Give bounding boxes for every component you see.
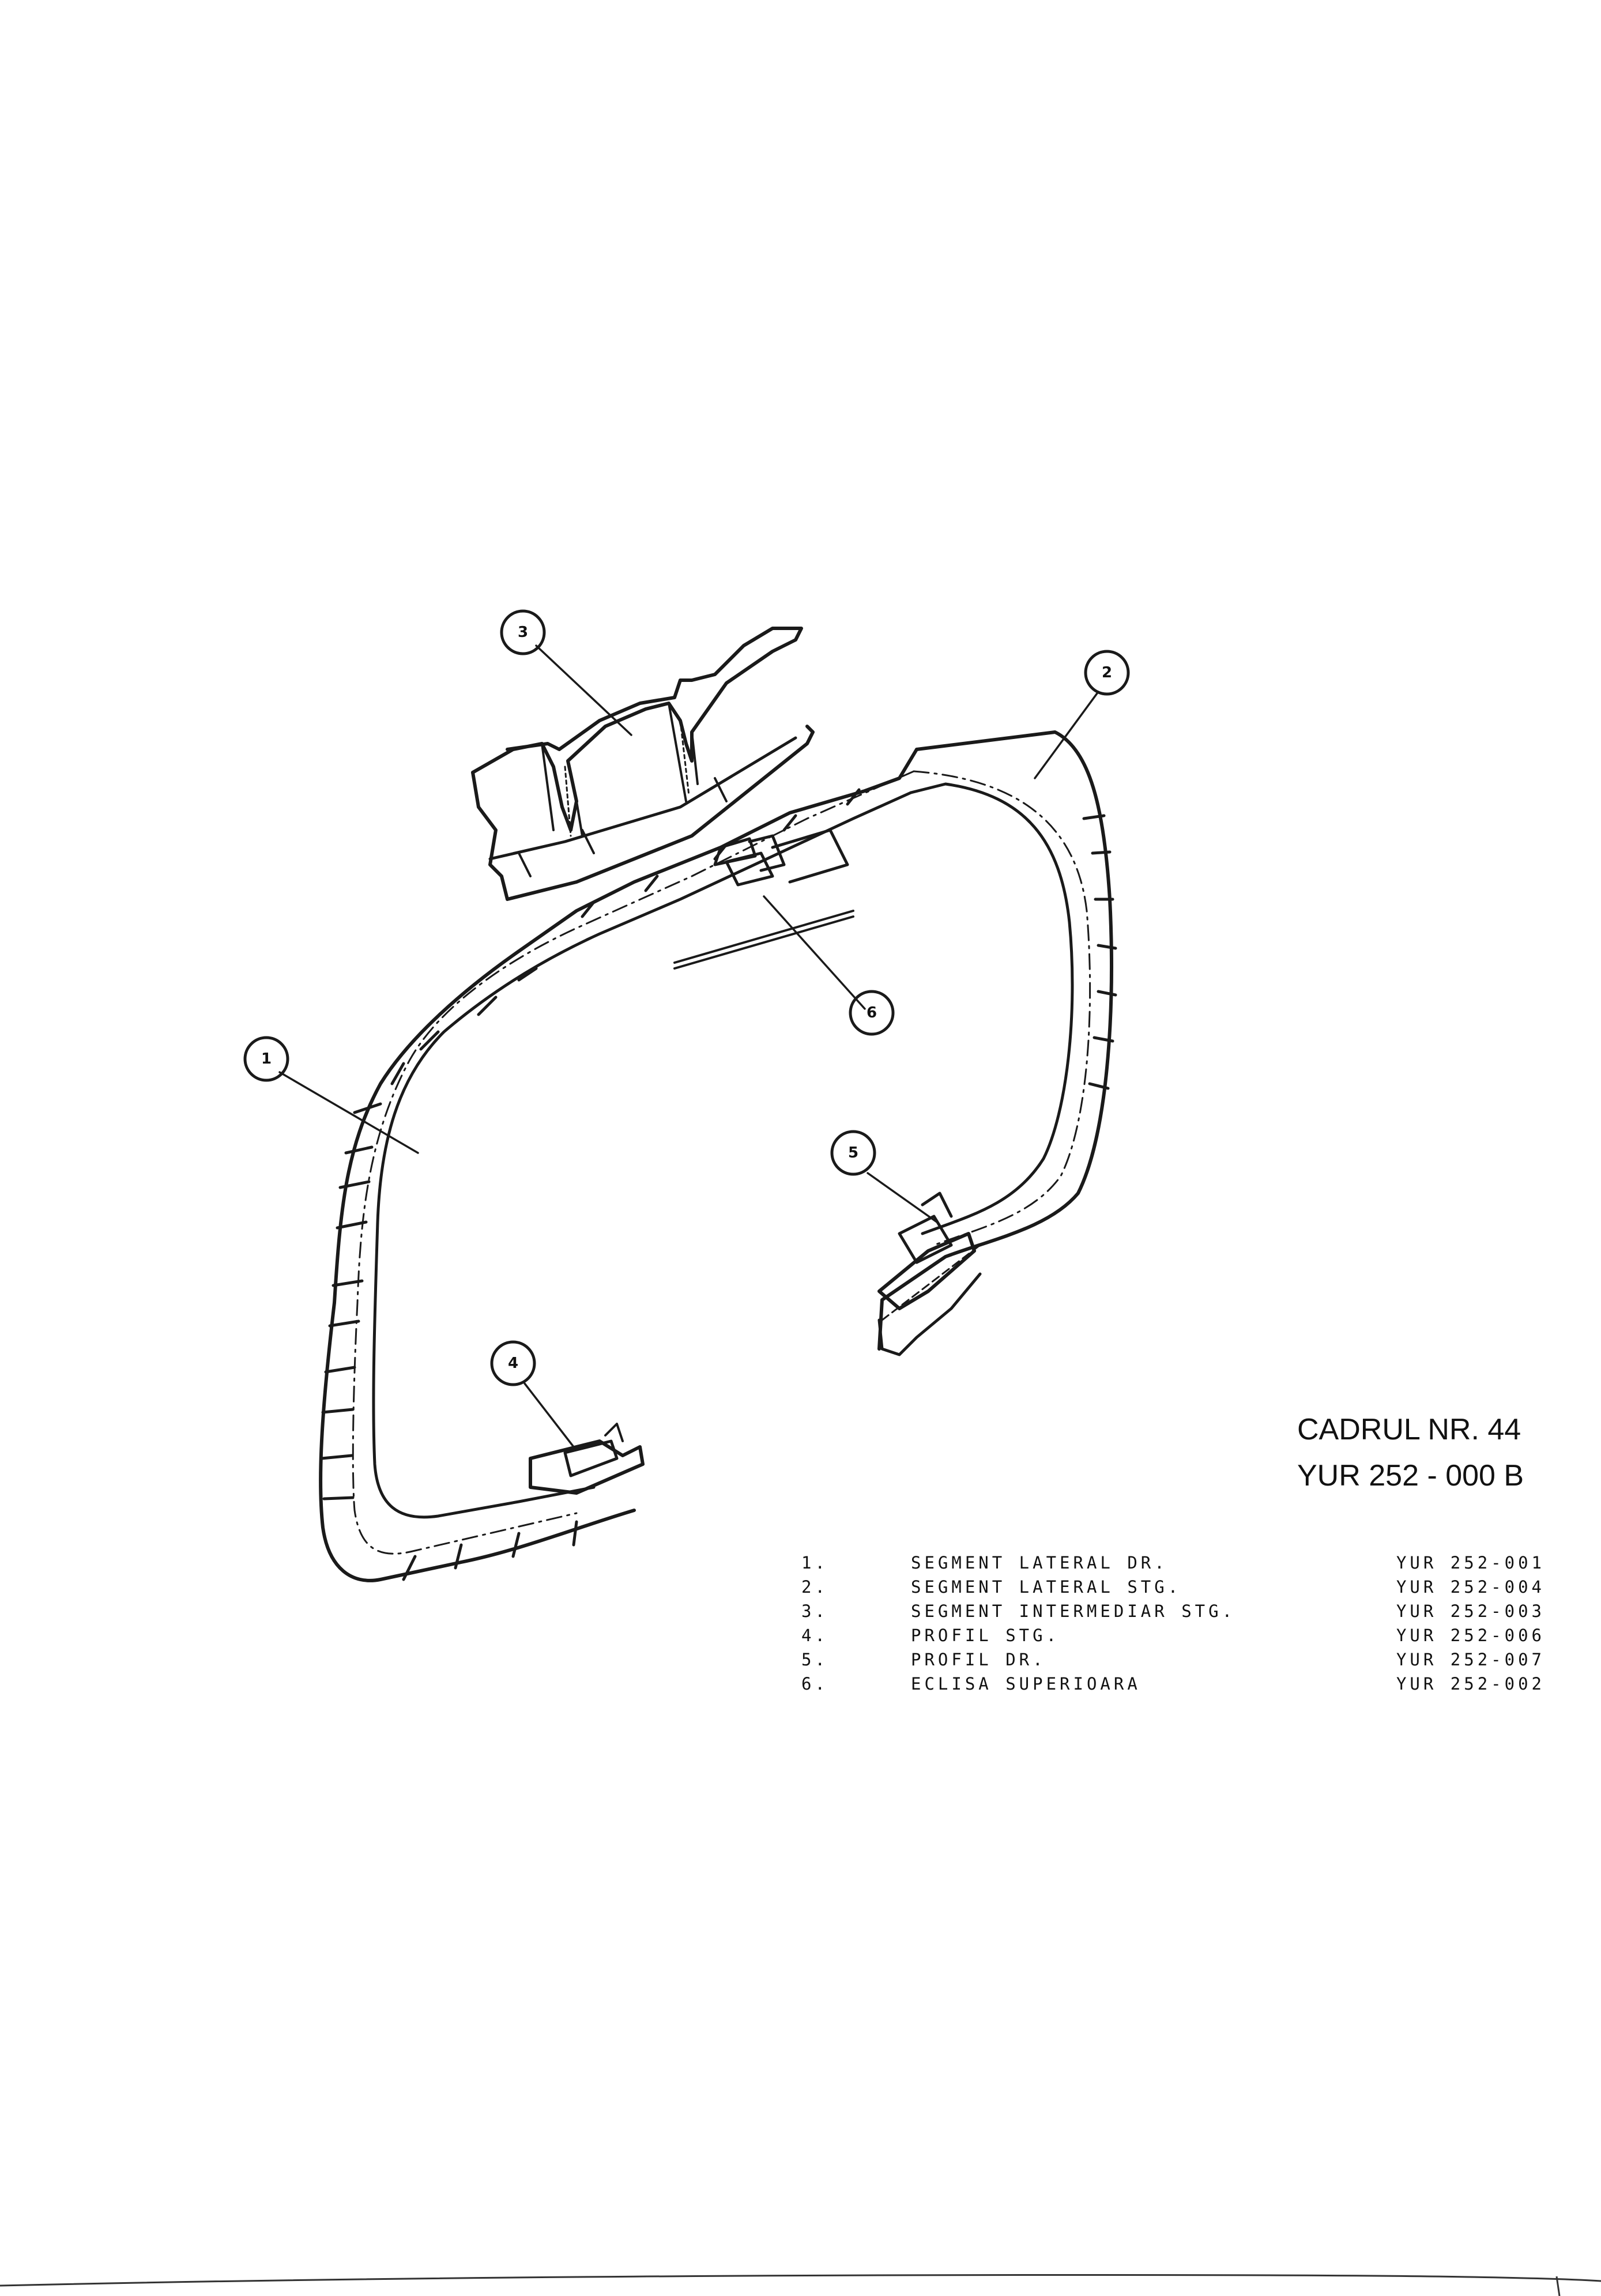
part-code: YUR 252-004 xyxy=(1396,1577,1545,1597)
title-block: CADRUL NR. 44 YUR 252 - 000 B xyxy=(1297,1407,1539,1499)
drawing-title: CADRUL NR. 44 xyxy=(1297,1413,1521,1446)
callout-6 xyxy=(849,990,895,1036)
part-index: 1. xyxy=(801,1553,828,1573)
part-code: YUR 252-002 xyxy=(1396,1674,1545,1694)
parts-list-row: 3. SEGMENT INTERMEDIAR STG. YUR 252-003 xyxy=(801,1599,1545,1623)
part-code: YUR 252-007 xyxy=(1396,1650,1545,1669)
callout-2 xyxy=(1084,650,1130,696)
part-name: SEGMENT INTERMEDIAR STG. xyxy=(911,1601,1236,1621)
splice-plate-part-6 xyxy=(673,828,854,970)
part-code: YUR 252-003 xyxy=(1396,1601,1545,1621)
left-profile-part-4 xyxy=(529,1423,645,1495)
part-name: SEGMENT LATERAL DR. xyxy=(911,1553,1168,1573)
callout-1 xyxy=(243,1036,289,1082)
callout-6-number: 6 xyxy=(867,1004,877,1021)
parts-list: 1. SEGMENT LATERAL DR. YUR 252-001 2. SE… xyxy=(801,1551,1545,1696)
part-code: YUR 252-001 xyxy=(1396,1553,1545,1573)
part-index: 3. xyxy=(801,1601,828,1621)
part-index: 2. xyxy=(801,1577,828,1597)
parts-list-row: 2. SEGMENT LATERAL STG. YUR 252-004 xyxy=(801,1575,1545,1599)
callout-4-number: 4 xyxy=(508,1355,518,1372)
part-name: PROFIL STG. xyxy=(911,1626,1060,1645)
callout-3 xyxy=(500,609,546,655)
part-index: 5. xyxy=(801,1650,828,1669)
callout-2-number: 2 xyxy=(1102,664,1112,681)
part-name: ECLISA SUPERIOARA xyxy=(911,1674,1141,1694)
part-index: 6. xyxy=(801,1674,828,1694)
part-index: 4. xyxy=(801,1626,828,1645)
callout-5 xyxy=(830,1130,876,1176)
callout-4 xyxy=(490,1340,536,1386)
drawing-code: YUR 252 - 000 B xyxy=(1297,1459,1524,1492)
parts-list-row: 1. SEGMENT LATERAL DR. YUR 252-001 xyxy=(801,1551,1545,1575)
parts-list-row: 6. ECLISA SUPERIOARA YUR 252-002 xyxy=(801,1672,1545,1696)
callout-leaders xyxy=(278,644,1099,1448)
frame-ring xyxy=(319,730,1117,1582)
intermediate-segment-part-3 xyxy=(471,627,815,901)
callout-1-number: 1 xyxy=(261,1050,272,1068)
page-bottom-edge xyxy=(0,2274,1601,2296)
callout-5-number: 5 xyxy=(848,1144,858,1162)
parts-list-row: 4. PROFIL STG. YUR 252-006 xyxy=(801,1623,1545,1647)
part-name: PROFIL DR. xyxy=(911,1650,1046,1669)
right-profile-part-5 xyxy=(877,1192,982,1356)
callout-3-number: 3 xyxy=(518,624,528,641)
part-name: SEGMENT LATERAL STG. xyxy=(911,1577,1182,1597)
parts-list-row: 5. PROFIL DR. YUR 252-007 xyxy=(801,1647,1545,1672)
part-code: YUR 252-006 xyxy=(1396,1626,1545,1645)
